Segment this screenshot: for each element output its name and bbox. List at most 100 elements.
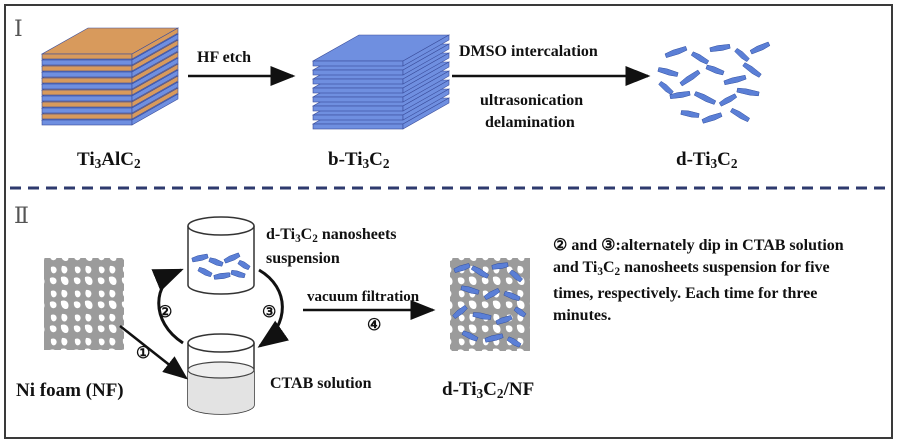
nanosheet-flake: [669, 91, 691, 99]
stack-layer: [131, 33, 179, 66]
stack-layer: [131, 93, 179, 126]
stack-layer: [41, 65, 133, 72]
nanosheet-flake: [701, 112, 723, 124]
nanosheet-flake: [483, 287, 501, 301]
nanosheet-flake: [223, 252, 241, 264]
stack-layer: [402, 70, 450, 103]
stack-layer: [41, 71, 133, 78]
delamination-label: delamination: [485, 114, 575, 131]
nanosheet-flake: [742, 62, 762, 78]
nanosheet-flake: [460, 285, 480, 295]
nanosheet-flake: [693, 91, 717, 105]
ni-foam-block: [44, 258, 124, 350]
nanosheet-flake: [470, 265, 490, 279]
stack-layer: [41, 83, 133, 90]
hf-etch-label: HF etch: [197, 49, 252, 66]
nanosheet-flake: [452, 304, 468, 320]
nanosheet-flake: [453, 263, 471, 273]
nanosheet-flake: [723, 74, 747, 86]
nanosheet-flake: [472, 312, 492, 320]
ctab-label: CTAB solution: [270, 375, 372, 392]
nanosheet-flake: [705, 64, 725, 76]
stack-layer: [131, 27, 179, 60]
note-line-4: minutes.: [553, 307, 612, 324]
nanosheet-flake: [213, 272, 231, 280]
nanosheet-flake: [208, 257, 224, 267]
note-line-1: ② and ③:alternately dip in CTAB solution: [553, 237, 844, 254]
multilayer-mxene-stack: [311, 34, 451, 130]
nanosheet-flake: [191, 253, 209, 263]
suspension-beaker: [187, 216, 255, 295]
dmso-label: DMSO intercalation: [459, 43, 598, 60]
step-one-number: ①: [136, 345, 151, 362]
step-two-number: ②: [158, 304, 173, 321]
stack-layer: [41, 89, 133, 96]
filtration-label: vacuum filtration: [307, 289, 420, 305]
nanosheet-flake: [513, 306, 527, 318]
suspension-label-1: d-Ti3C2 nanosheets: [266, 226, 397, 245]
stack-layer: [131, 45, 179, 78]
procedure-note: ② and ③:alternately dip in CTAB solution…: [553, 235, 844, 327]
stack-layer: [131, 87, 179, 120]
nanosheet-flake: [230, 269, 246, 279]
nanosheet-flake: [718, 93, 738, 107]
stack-layer: [312, 87, 404, 94]
nanosheet-flake: [709, 44, 731, 52]
nanosheet-flake: [730, 107, 750, 123]
note-line-2: and Ti3C2 nanosheets suspension for five: [553, 259, 830, 278]
suspension-label-2: suspension: [266, 250, 340, 267]
stack-layer: [402, 34, 450, 67]
note-line-3: times, respectively. Each time for three: [553, 285, 818, 302]
stack-layer: [41, 101, 133, 108]
stack-layer: [41, 107, 133, 114]
stack-layer: [131, 75, 179, 108]
nanosheet-flake: [484, 333, 504, 343]
nanosheet-flake: [503, 291, 521, 301]
product-label: d-Ti3C2/NF: [442, 379, 535, 401]
stack-layer: [131, 69, 179, 102]
stack-layer: [41, 119, 133, 126]
max-phase-label: Ti3AlC2: [77, 149, 141, 171]
stack-layer: [41, 53, 133, 60]
nanosheet-flake: [679, 69, 701, 87]
section-two-marker: Ⅱ: [14, 203, 29, 228]
stack-layer: [41, 77, 133, 84]
max-phase-stack: [40, 27, 180, 126]
nanosheet-flake: [658, 80, 674, 96]
nanosheet-flake: [237, 259, 251, 271]
stack-layer: [402, 43, 450, 76]
stack-layer: [131, 63, 179, 96]
stack-layer: [312, 78, 404, 85]
stack-layer: [312, 105, 404, 112]
stack-layer: [402, 79, 450, 112]
stack-layer: [131, 57, 179, 90]
stack-layer: [312, 123, 404, 130]
nanosheet-flake: [509, 269, 523, 283]
nanosheet-flake: [749, 41, 771, 55]
nanosheet-flake: [690, 51, 710, 65]
step-three-number: ③: [262, 304, 277, 321]
ultrasonication-label: ultrasonication: [480, 92, 584, 109]
stack-layer: [41, 59, 133, 66]
stack-layer: [41, 95, 133, 102]
delaminated-label: d-Ti3C2: [676, 149, 738, 171]
stack-layer: [402, 88, 450, 121]
nanosheet-flake: [736, 87, 760, 97]
ni-foam-label: Ni foam (NF): [16, 380, 124, 401]
nanosheet-flake: [664, 46, 688, 58]
stack-layer: [131, 81, 179, 114]
stack-layer: [402, 97, 450, 130]
nanosheet-flake: [657, 67, 679, 77]
nanosheet-flake: [495, 315, 513, 325]
stack-layer: [312, 60, 404, 67]
multilayer-label: b-Ti3C2: [328, 149, 390, 171]
delaminated-flakes: [657, 41, 771, 124]
step-four-number: ④: [367, 317, 382, 334]
figure-frame: [4, 4, 893, 439]
stack-layer: [312, 96, 404, 103]
nanosheet-flake: [197, 266, 213, 278]
cycle-arrow-left: [151, 268, 184, 345]
section-one-marker: Ⅰ: [14, 16, 23, 41]
stack-layer: [402, 52, 450, 85]
